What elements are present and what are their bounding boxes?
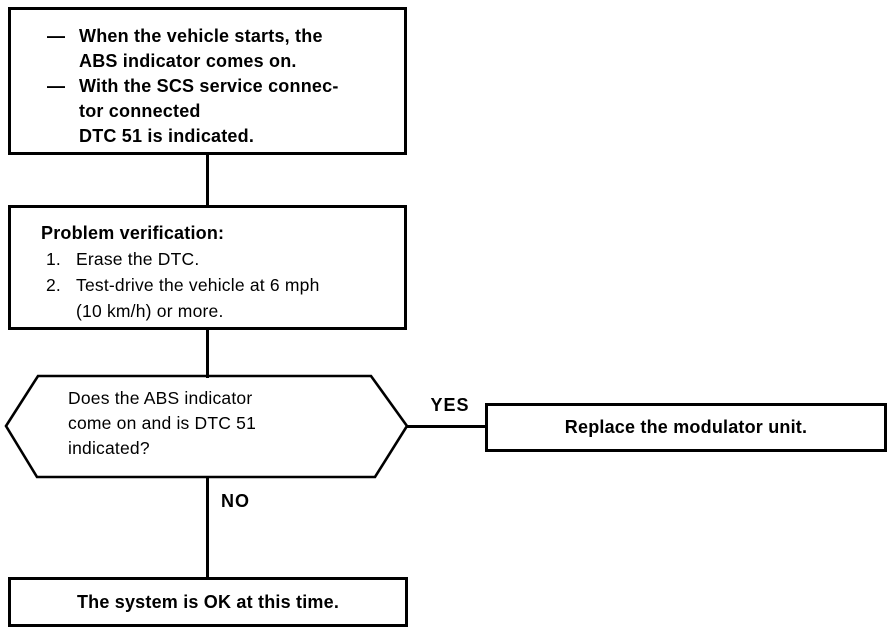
- verification-step-2-text: Test-drive the vehicle at 6 mph (10 km/h…: [76, 272, 398, 324]
- replace-modulator-text: Replace the modulator unit.: [564, 417, 808, 437]
- text-line: With the SCS service connec-: [79, 76, 339, 96]
- verification-step-1-text: Erase the DTC.: [76, 246, 398, 272]
- text-line: DTC 51 is indicated.: [79, 126, 255, 146]
- start-condition-item-2-text: With the SCS service connec- tor connect…: [79, 74, 396, 149]
- text-line: Erase the DTC.: [76, 249, 200, 269]
- decision-question-text: Does the ABS indicator come on and is DT…: [68, 386, 368, 461]
- text-line: indicated?: [68, 438, 150, 458]
- start-condition-item-2: — With the SCS service connec- tor conne…: [47, 74, 396, 149]
- verification-heading: Problem verification:: [41, 223, 225, 243]
- start-condition-box: — When the vehicle starts, the ABS indic…: [8, 7, 407, 155]
- text-line: tor connected: [79, 101, 201, 121]
- yes-branch-label: YES: [430, 395, 470, 415]
- start-condition-item-1: — When the vehicle starts, the ABS indic…: [47, 24, 396, 74]
- text-line: (10 km/h) or more.: [76, 301, 224, 321]
- text-line: When the vehicle starts, the: [79, 26, 323, 46]
- system-ok-box: The system is OK at this time.: [8, 577, 408, 627]
- verification-step-2: 2. Test-drive the vehicle at 6 mph (10 k…: [41, 272, 398, 324]
- no-branch-label: NO: [221, 491, 250, 511]
- bullet-dash: —: [47, 26, 66, 46]
- problem-verification-box: Problem verification: 1. Erase the DTC. …: [8, 205, 407, 330]
- text-line: ABS indicator comes on.: [79, 51, 297, 71]
- verification-step-1: 1. Erase the DTC.: [41, 246, 398, 272]
- text-line: come on and is DTC 51: [68, 413, 257, 433]
- step-number: 2.: [46, 275, 61, 295]
- replace-modulator-box: Replace the modulator unit.: [485, 403, 887, 452]
- system-ok-text: The system is OK at this time.: [76, 591, 340, 612]
- bullet-dash: —: [47, 76, 66, 96]
- step-number: 1.: [46, 249, 61, 269]
- connector-start-to-verify: [206, 153, 209, 207]
- connector-verify-to-decision: [206, 328, 209, 378]
- text-line: Does the ABS indicator: [68, 388, 253, 408]
- connector-decision-to-end: [206, 476, 209, 577]
- start-condition-item-1-text: When the vehicle starts, the ABS indicat…: [79, 24, 396, 74]
- connector-decision-to-yes-box: [406, 425, 486, 428]
- text-line: Test-drive the vehicle at 6 mph: [76, 275, 320, 295]
